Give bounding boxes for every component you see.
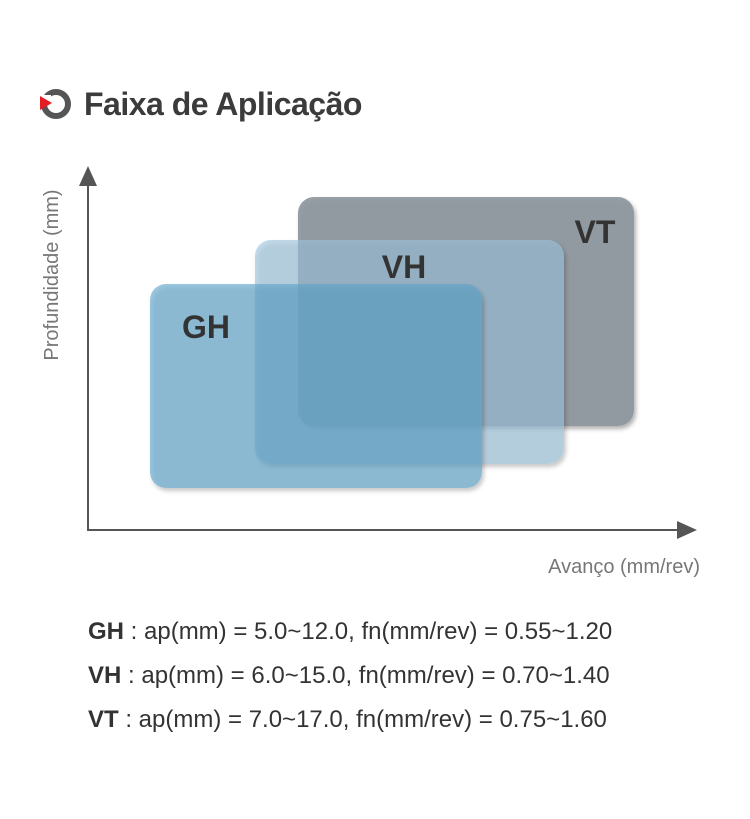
x-axis-arrow [677, 521, 697, 539]
x-axis-label: Avanço (mm/rev) [548, 556, 700, 578]
spec-row-vh: VH : ap(mm) = 6.0~15.0, fn(mm/rev) = 0.7… [88, 656, 612, 700]
spec-list: GH : ap(mm) = 5.0~12.0, fn(mm/rev) = 0.5… [88, 612, 612, 744]
region-gh: GH [150, 284, 482, 488]
section-header: Faixa de Aplicação [38, 82, 362, 126]
spec-row-gh: GH : ap(mm) = 5.0~12.0, fn(mm/rev) = 0.5… [88, 612, 612, 656]
spec-text: : ap(mm) = 6.0~15.0, fn(mm/rev) = 0.70~1… [121, 662, 610, 689]
spec-text: : ap(mm) = 5.0~12.0, fn(mm/rev) = 0.55~1… [124, 618, 613, 645]
spec-row-vt: VT : ap(mm) = 7.0~17.0, fn(mm/rev) = 0.7… [88, 700, 612, 744]
axes [79, 166, 697, 539]
spec-code: GH [88, 618, 124, 645]
section-title: Faixa de Aplicação [84, 85, 362, 122]
spec-text: : ap(mm) = 7.0~17.0, fn(mm/rev) = 0.75~1… [118, 706, 607, 733]
y-axis-arrow [79, 166, 97, 186]
region-vt-label: VT [575, 214, 616, 250]
region-vh-label: VH [382, 249, 426, 285]
region-gh-label: GH [182, 309, 230, 345]
application-range-diagram: VT VH GH Profundidade (mm) Avanço (mm/re… [41, 166, 700, 578]
spec-code: VT [88, 706, 119, 733]
refresh-icon [38, 89, 71, 119]
y-axis-label: Profundidade (mm) [41, 189, 63, 360]
spec-code: VH [88, 662, 122, 689]
